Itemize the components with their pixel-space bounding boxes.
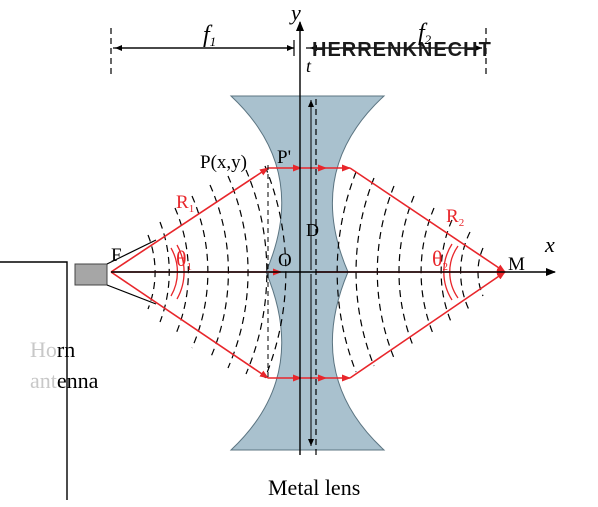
- label-r2: R2: [446, 206, 464, 229]
- label-theta1: θ1: [176, 246, 192, 273]
- watermark-logo: HERRENKNECHT: [312, 39, 492, 61]
- label-f-point: F: [111, 245, 122, 266]
- label-horn-antenna-line2: antenna: [30, 368, 99, 393]
- label-m-point: M: [508, 254, 525, 275]
- label-horn-antenna-line1: Horn: [30, 337, 75, 362]
- label-point-p-prime: P': [277, 147, 291, 168]
- horn-antenna-outline: [0, 261, 68, 500]
- metal-lens: [229, 95, 386, 451]
- label-f2: f2: [418, 20, 432, 47]
- axes: [111, 21, 556, 455]
- label-metal-lens: Metal lens: [268, 475, 360, 500]
- label-r1: R1: [176, 192, 194, 215]
- label-origin: O: [278, 250, 292, 271]
- label-theta2: θ2: [432, 246, 448, 273]
- label-y-axis: y: [289, 0, 301, 25]
- label-point-p: P(x,y): [200, 152, 247, 173]
- horn-flare: [106, 239, 157, 305]
- focal-markers: [110, 28, 487, 74]
- horn-feed-rect: [74, 263, 108, 286]
- label-f1: f1: [203, 22, 216, 49]
- label-d: D: [306, 220, 319, 240]
- label-x-axis: x: [544, 232, 555, 257]
- label-t: t: [306, 56, 312, 76]
